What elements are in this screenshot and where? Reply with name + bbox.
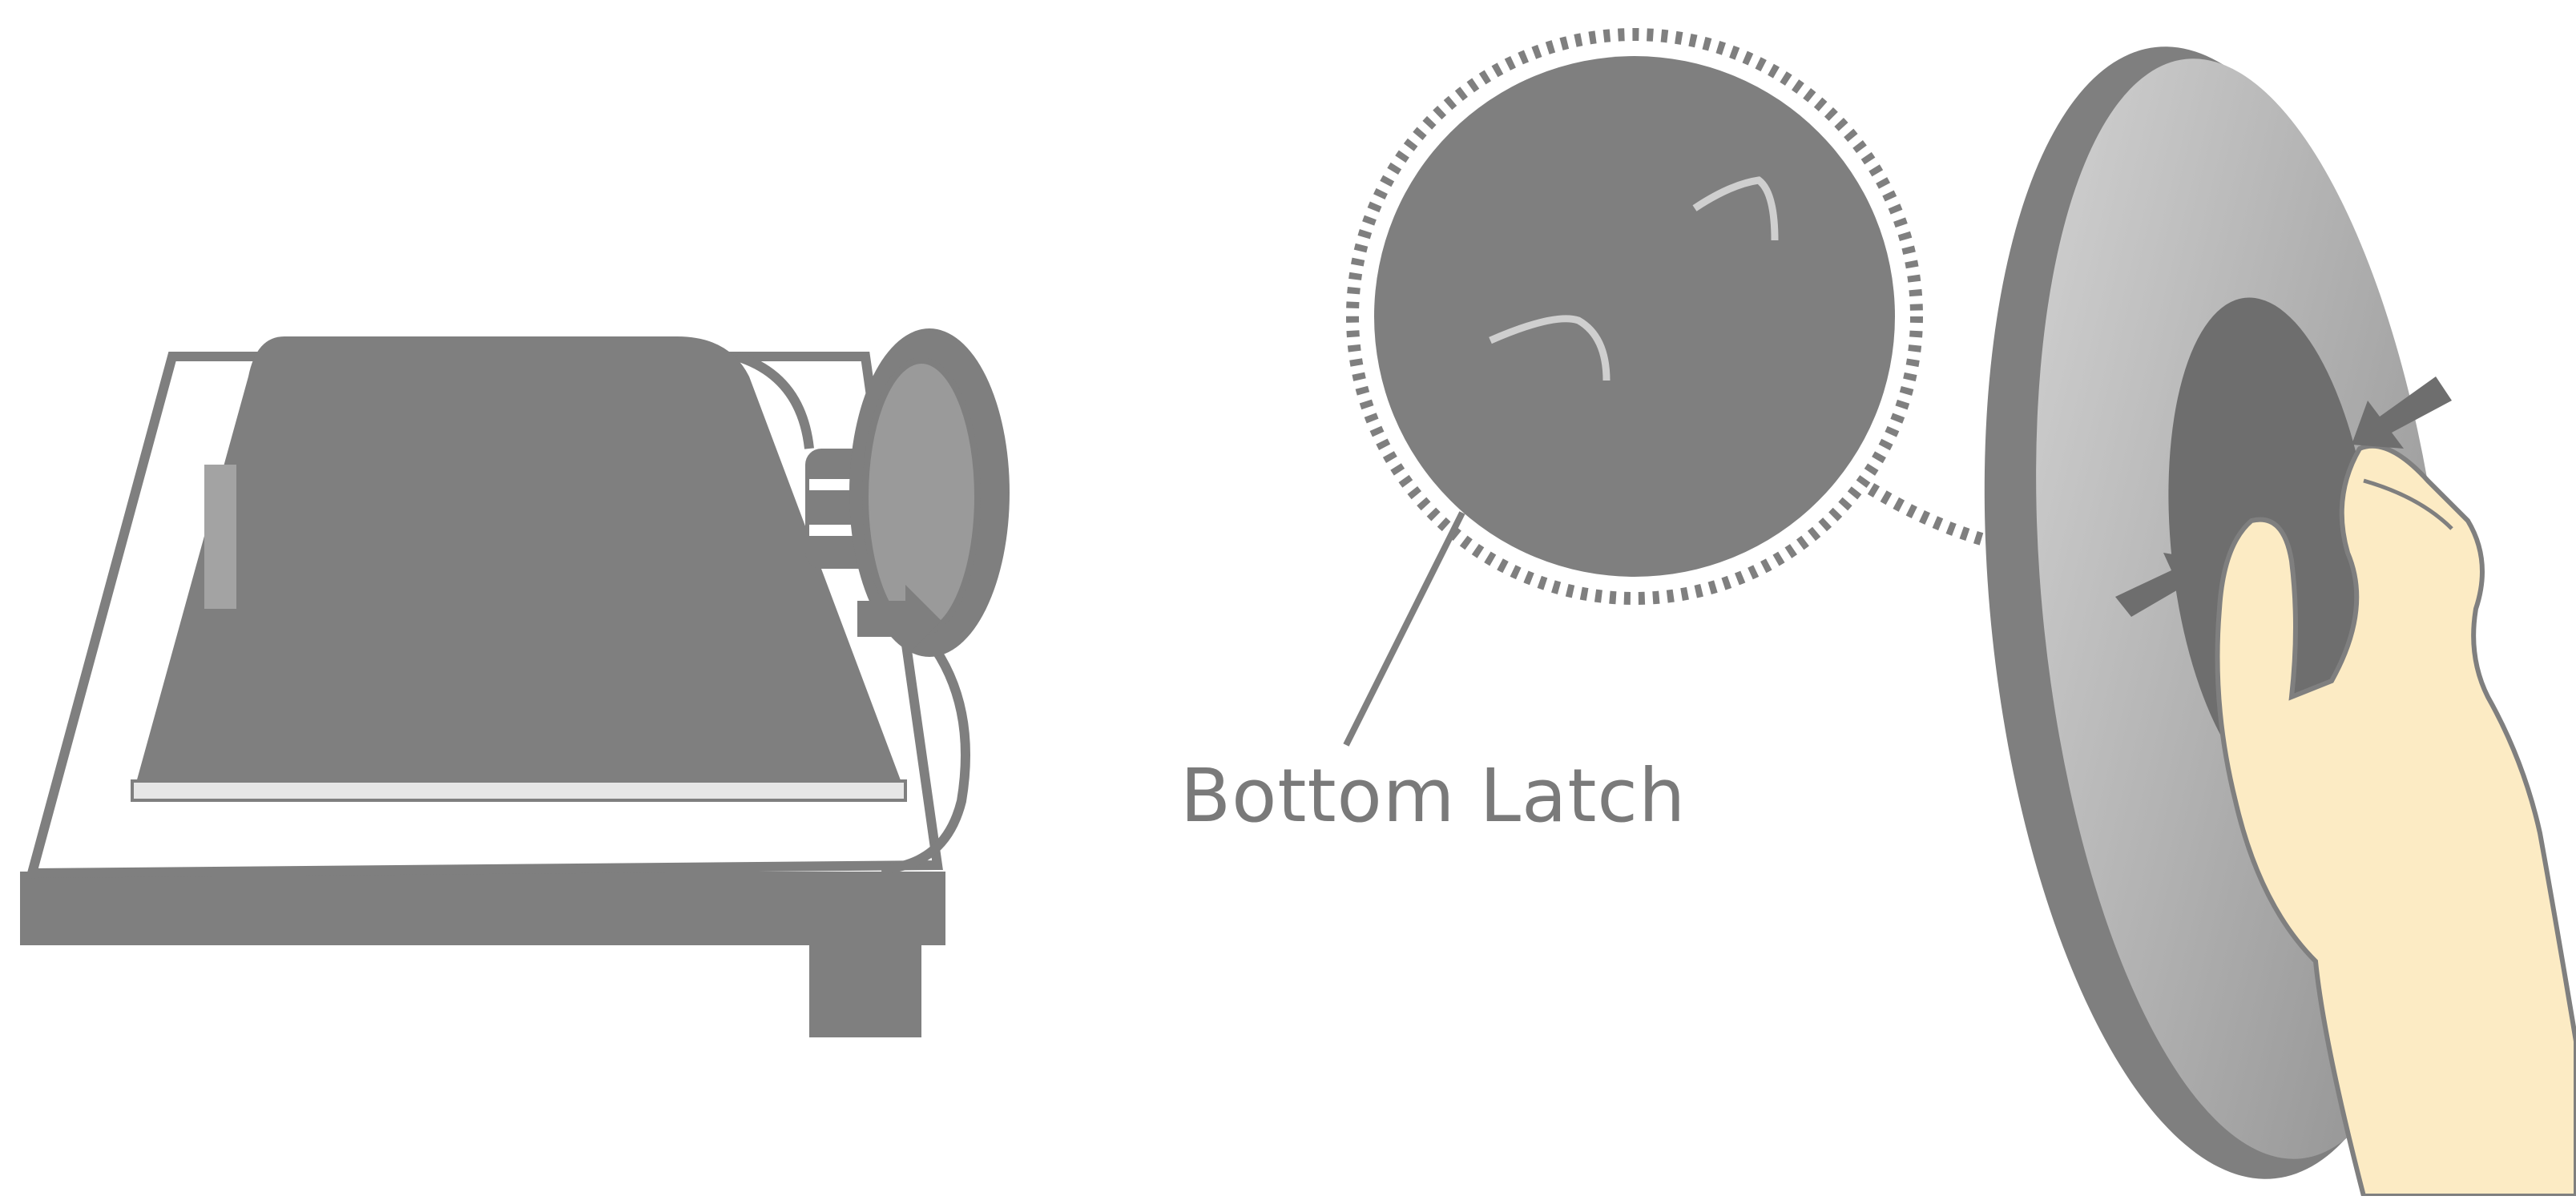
table-leg (809, 921, 921, 1037)
table-slab (20, 872, 945, 945)
monitor-bezel (132, 781, 905, 800)
bottom-latch-label: Bottom Latch (1180, 759, 1686, 833)
stand-base-inner (865, 360, 978, 633)
callout-leader-line (1346, 513, 1462, 745)
stand-base-held-by-hand-icon (1933, 24, 2576, 1196)
monitor-face-down-with-stand-icon (20, 328, 1010, 1037)
callout-disc (1374, 56, 1895, 577)
side-highlight (204, 465, 236, 609)
